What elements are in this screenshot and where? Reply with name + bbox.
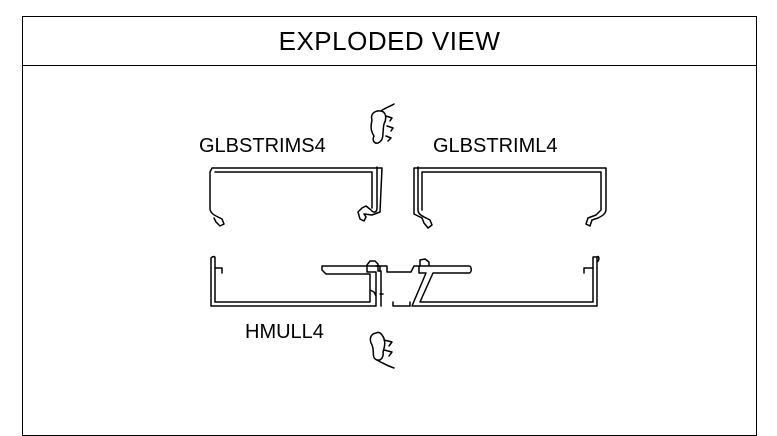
long-trim-label: GLBSTRIML4	[433, 135, 557, 157]
mullion-center-key	[375, 265, 421, 307]
top-gasket	[370, 103, 395, 144]
short-trim-profile	[209, 166, 383, 227]
mullion-right-profile	[411, 255, 600, 307]
mullion-label: HMULL4	[245, 321, 324, 343]
mullion-left-profile	[210, 255, 384, 307]
exploded-view-drawing: GLBSTRIMS4 GLBSTRIML4 HMULL4	[199, 103, 607, 369]
page-title: EXPLODED VIEW	[278, 25, 501, 56]
long-trim-profile	[413, 166, 607, 229]
bottom-gasket	[369, 331, 395, 369]
short-trim-label: GLBSTRIMS4	[199, 135, 326, 157]
title-bar: EXPLODED VIEW	[23, 17, 756, 66]
